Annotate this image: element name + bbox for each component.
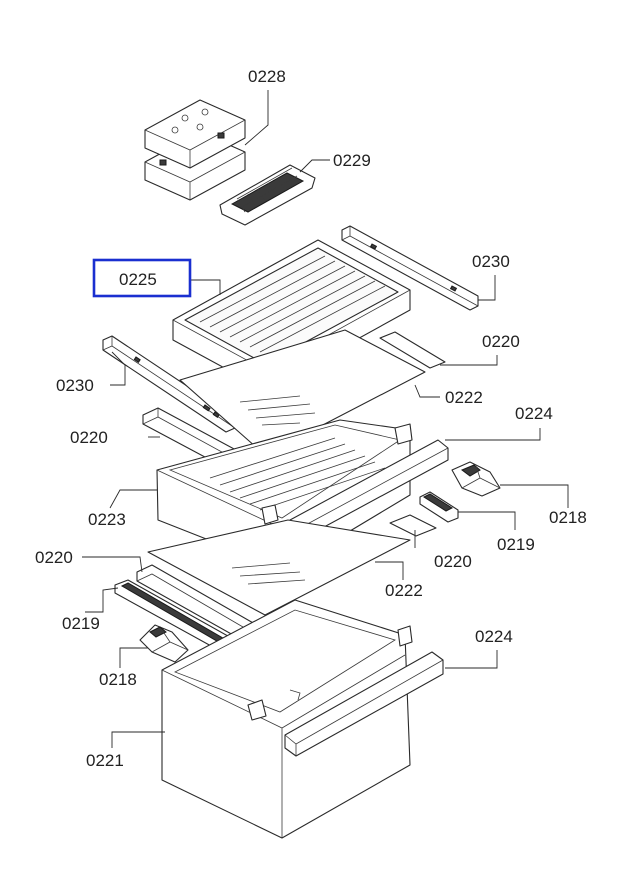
part-labels: 0228 0229 0225 0230 0230 0220 0222 0220 … (35, 67, 587, 770)
part-0222-upper-glass-shelf[interactable] (179, 329, 426, 456)
label-0218-upper[interactable]: 0218 (549, 508, 587, 527)
part-0230-right-rail[interactable] (341, 225, 479, 311)
part-0218-lower-bracket[interactable] (139, 624, 189, 663)
label-0220-middle-right[interactable]: 0220 (434, 552, 472, 571)
label-0220-upper-right[interactable]: 0220 (482, 332, 520, 351)
label-0219-upper[interactable]: 0219 (497, 535, 535, 554)
label-0224-lower[interactable]: 0224 (475, 627, 513, 646)
label-0219-lower[interactable]: 0219 (62, 614, 100, 633)
highlight-box-0225 (92, 258, 192, 298)
part-0228-ice-packs[interactable] (144, 99, 246, 201)
label-0229[interactable]: 0229 (333, 151, 371, 170)
part-0221-bottom-drawer[interactable] (161, 599, 413, 839)
label-0230-left[interactable]: 0230 (56, 376, 94, 395)
part-0220-middle-right-slide[interactable] (389, 514, 437, 537)
label-0222-lower[interactable]: 0222 (385, 581, 423, 600)
label-0225[interactable]: 0225 (119, 270, 157, 289)
label-0223[interactable]: 0223 (88, 510, 126, 529)
label-0218-lower[interactable]: 0218 (99, 670, 137, 689)
part-0222-lower-glass-shelf[interactable] (147, 519, 411, 616)
label-0221[interactable]: 0221 (86, 751, 124, 770)
part-0225-upper-tray[interactable] (172, 239, 411, 391)
label-0220-lower-left[interactable]: 0220 (35, 548, 73, 567)
label-0220-upper-left[interactable]: 0220 (70, 428, 108, 447)
label-0230-right[interactable]: 0230 (472, 252, 510, 271)
label-0222-upper[interactable]: 0222 (445, 388, 483, 407)
part-0229-ice-tray[interactable] (219, 164, 316, 226)
label-0228[interactable]: 0228 (248, 67, 286, 86)
part-0224-lower-handle[interactable] (284, 651, 444, 757)
part-0218-upper-bracket[interactable] (451, 461, 501, 497)
leader-lines (82, 90, 569, 748)
part-0220-upper-right-slide[interactable] (379, 331, 446, 369)
part-0219-upper-runner[interactable] (419, 491, 459, 523)
label-0224-upper[interactable]: 0224 (515, 404, 553, 423)
